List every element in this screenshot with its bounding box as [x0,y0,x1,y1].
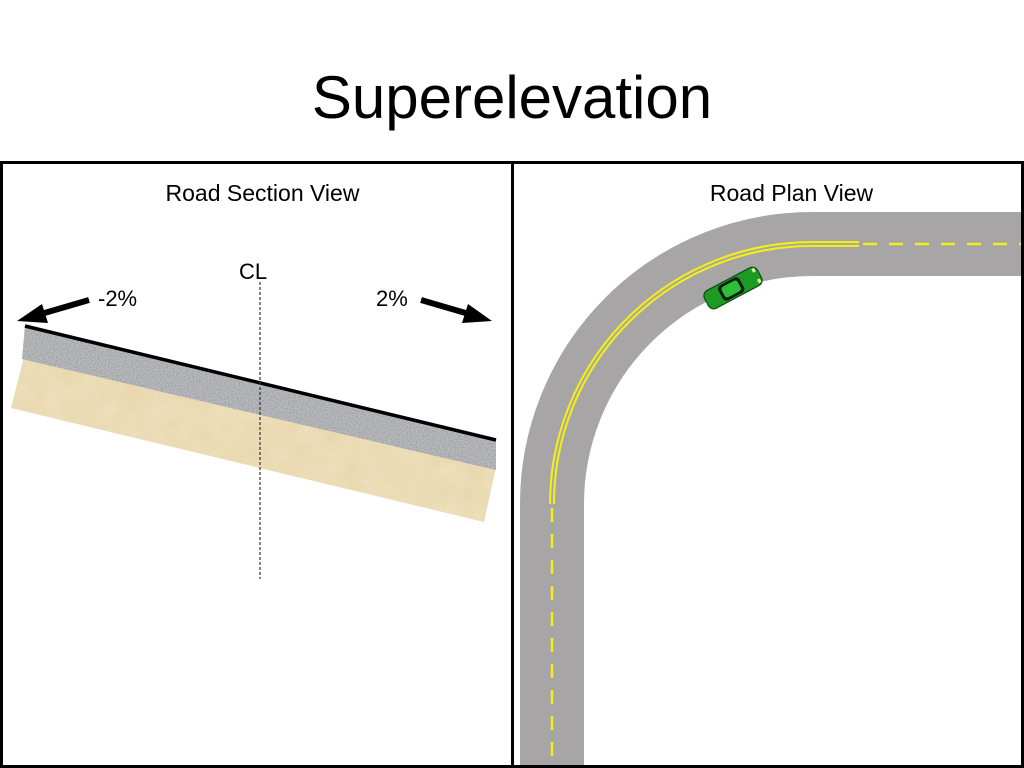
road-section-panel: Road Section View [0,161,515,768]
left-slope-label: -2% [98,286,138,311]
sand-subbase [11,357,496,522]
plan-view-title: Road Plan View [709,180,874,206]
right-slope-arrow [420,297,492,323]
right-slope-label: 2% [376,286,408,311]
slide-title: Superelevation [311,64,713,131]
section-view-title: Road Section View [165,180,360,206]
road-plan-panel: Road Plan View [511,161,1024,768]
centerline-label: CL [239,259,268,284]
gravel-layer [22,326,496,470]
road-plan-drawing [520,212,1021,765]
left-slope-arrow [17,297,90,323]
green-car-icon [703,266,763,310]
road-section-drawing [11,282,497,579]
